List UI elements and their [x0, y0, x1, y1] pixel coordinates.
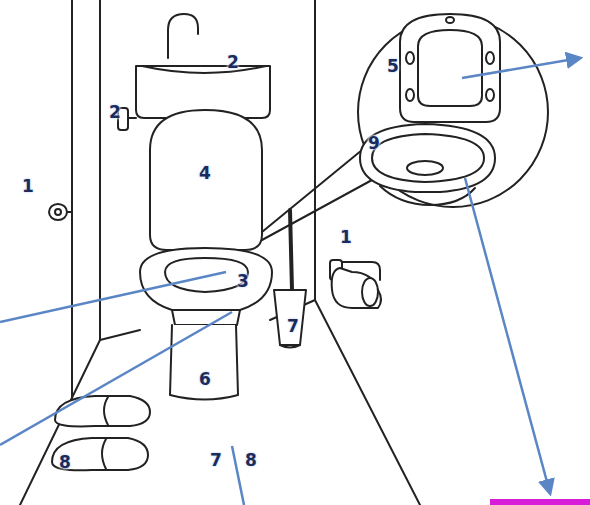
callout-number: 8 [245, 452, 257, 469]
callout-number: 1 [340, 229, 352, 246]
callout-number: 5 [387, 58, 399, 75]
callout-number: 7 [210, 452, 222, 469]
callout-number: 2 [109, 104, 121, 121]
callout-number: 2 [227, 54, 239, 71]
callout-number: 8 [59, 454, 71, 471]
callout-number: 3 [237, 273, 249, 290]
callout-number: 7 [287, 318, 299, 335]
callout-number: 1 [22, 178, 34, 195]
callout-number: 6 [199, 371, 211, 388]
callout-number: 9 [368, 135, 380, 152]
callout-number: 4 [199, 165, 211, 182]
